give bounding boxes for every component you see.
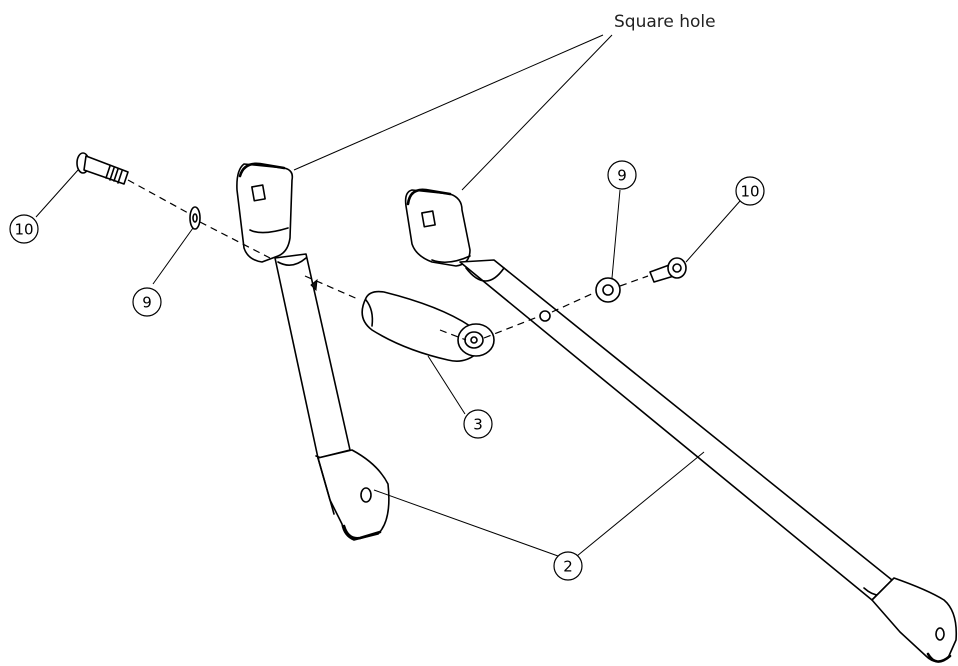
- svg-text:10: 10: [14, 221, 33, 239]
- svg-text:3: 3: [473, 416, 483, 434]
- right-washer: [595, 277, 621, 303]
- balloon-9-left: 9: [132, 287, 162, 317]
- svg-text:9: 9: [142, 294, 152, 312]
- balloon-2: 2: [553, 551, 583, 581]
- mount-hole-left: [360, 487, 372, 503]
- square-hole-callout: Square hole: [614, 12, 716, 32]
- left-washer: [189, 206, 201, 230]
- square-hole-right: [421, 210, 436, 228]
- assembly-axis-right: [483, 275, 649, 339]
- svg-text:9: 9: [617, 167, 627, 185]
- left-bolt: [76, 152, 129, 185]
- curved-tube-part: [361, 290, 495, 362]
- square-hole-left: [251, 184, 266, 202]
- balloon-10-left: 10: [9, 214, 39, 244]
- balloon-10-right: 10: [735, 176, 765, 206]
- mount-hole-right: [935, 627, 945, 641]
- balloon-3: 3: [463, 409, 493, 439]
- assembly-axis-left: [127, 179, 467, 341]
- balloon-9-right: 9: [607, 160, 637, 190]
- left-frame-arm: [236, 162, 390, 541]
- svg-text:2: 2: [563, 558, 573, 576]
- svg-text:10: 10: [740, 183, 759, 201]
- leader-lines: [35, 34, 741, 557]
- right-bolt: [649, 257, 687, 283]
- cross-hole: [539, 310, 551, 322]
